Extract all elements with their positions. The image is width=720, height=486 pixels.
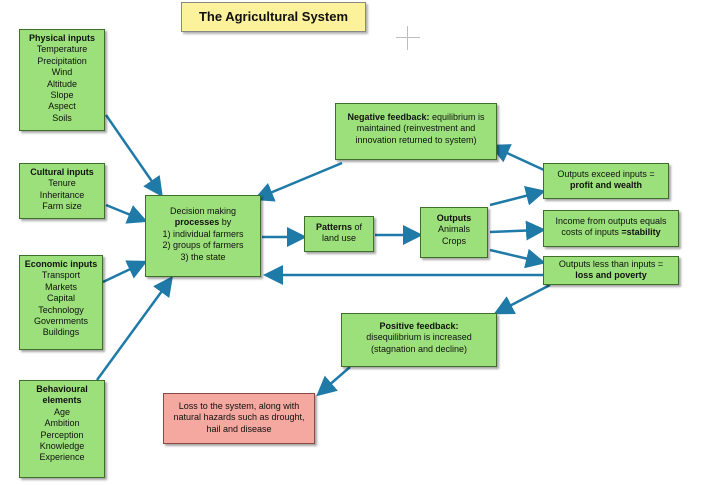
decision-bold: processes xyxy=(174,217,220,228)
negative-feedback-line2: maintained (reinvestment and xyxy=(356,123,476,134)
behavioural-elements-box: Behavioural elements Age Ambition Percep… xyxy=(19,380,105,478)
list-item: Wind xyxy=(51,67,73,78)
list-item: Governments xyxy=(33,316,89,327)
positive-feedback-box: Positive feedback: disequilibrium is inc… xyxy=(341,313,497,367)
arrow-economic-to-decision xyxy=(102,260,148,284)
list-item: Transport xyxy=(41,270,81,281)
arrow-exceed-to-negative xyxy=(489,144,545,172)
list-item: Farm size xyxy=(42,201,82,212)
income-line1: Income from outputs equals xyxy=(555,216,667,226)
list-item: Inheritance xyxy=(39,189,85,200)
decision-suffix: by xyxy=(219,217,232,228)
arrow-behavioural-to-decision xyxy=(95,275,173,381)
loss-line1: Loss to the system, along with xyxy=(178,401,300,411)
patterns-suffix: of xyxy=(352,222,363,232)
loss-line3: hail and disease xyxy=(206,423,272,434)
outputs-exceed-bold: profit and wealth xyxy=(570,180,642,191)
list-item: Altitude xyxy=(46,78,78,89)
income-equals-box: Income from outputs equals costs of inpu… xyxy=(543,210,679,247)
behavioural-heading-line1: Behavioural xyxy=(36,384,88,394)
patterns-box: Patterns of land use xyxy=(304,216,374,252)
income-bold: =stability xyxy=(621,227,661,238)
list-item: Age xyxy=(53,406,70,417)
cultural-inputs-heading: Cultural inputs xyxy=(30,167,94,177)
negative-feedback-line3: innovation returned to system) xyxy=(355,134,477,145)
list-item: 2) groups of farmers xyxy=(162,240,244,251)
arrow-less-to-positive xyxy=(493,283,551,315)
outputs-less-box: Outputs less than inputs = loss and pove… xyxy=(543,256,679,285)
arrow-positive-to-loss xyxy=(316,366,351,397)
outputs-exceed-box: Outputs exceed inputs = profit and wealt… xyxy=(543,163,669,199)
positive-feedback-line2: disequilibrium is increased xyxy=(366,332,472,343)
arrow-cultural-to-decision xyxy=(105,203,148,224)
list-item: Temperature xyxy=(36,44,88,55)
list-item: Slope xyxy=(50,90,74,101)
patterns-bold: Patterns xyxy=(315,222,352,232)
outputs-heading: Outputs xyxy=(436,213,472,223)
arrow-negative-to-decision xyxy=(253,161,343,202)
outputs-less-line1: Outputs less than inputs = xyxy=(558,259,664,269)
crosshair-cursor-icon xyxy=(396,26,420,50)
income-line2-prefix: costs of inputs xyxy=(561,227,622,238)
list-item: Crops xyxy=(441,235,466,246)
list-item: 1) individual farmers xyxy=(162,228,244,239)
negative-feedback-box: Negative feedback: equilibrium is mainta… xyxy=(335,103,497,160)
patterns-line2: land use xyxy=(321,233,357,244)
physical-inputs-box: Physical inputs Temperature Precipitatio… xyxy=(19,29,105,131)
list-item: Tenure xyxy=(48,178,76,189)
economic-inputs-heading: Economic inputs xyxy=(24,259,98,269)
list-item: Perception xyxy=(40,429,84,440)
physical-inputs-heading: Physical inputs xyxy=(28,33,96,43)
outputs-less-bold: loss and poverty xyxy=(575,270,647,281)
positive-feedback-line3: (stagnation and decline) xyxy=(370,343,468,354)
list-item: Knowledge xyxy=(39,441,85,452)
list-item: Experience xyxy=(39,452,85,463)
outputs-box: Outputs Animals Crops xyxy=(420,207,488,258)
positive-feedback-bold: Positive feedback: xyxy=(379,321,459,331)
list-item: Capital xyxy=(46,293,75,304)
arrow-outputs-to-exceed xyxy=(489,186,546,207)
cultural-inputs-box: Cultural inputs Tenure Inheritance Farm … xyxy=(19,163,105,219)
list-item: Precipitation xyxy=(37,55,87,66)
list-item: 3) the state xyxy=(180,251,226,262)
list-item: Ambition xyxy=(44,418,80,429)
arrow-physical-to-decision xyxy=(104,114,163,198)
loss-to-system-box: Loss to the system, along with natural h… xyxy=(163,393,315,444)
decision-making-box: Decision making processes by 1) individu… xyxy=(145,195,261,277)
negative-feedback-bold: Negative feedback: xyxy=(347,112,430,122)
arrow-outputs-to-less xyxy=(489,248,546,269)
outputs-exceed-line1: Outputs exceed inputs = xyxy=(557,169,655,179)
arrow-outputs-to-income xyxy=(489,220,546,241)
page-title: The Agricultural System xyxy=(181,2,366,32)
list-item: Animals xyxy=(437,224,470,235)
list-item: Soils xyxy=(52,112,72,123)
list-item: Technology xyxy=(38,304,84,315)
negative-feedback-text1: equilibrium is xyxy=(429,112,485,122)
economic-inputs-box: Economic inputs Transport Markets Capita… xyxy=(19,255,103,350)
decision-line1: Decision making xyxy=(169,206,237,216)
list-item: Buildings xyxy=(42,327,80,338)
list-item: Markets xyxy=(44,281,77,292)
behavioural-heading-line2: elements xyxy=(42,395,82,406)
loss-line2: natural hazards such as drought, xyxy=(173,412,305,423)
list-item: Aspect xyxy=(48,101,76,112)
